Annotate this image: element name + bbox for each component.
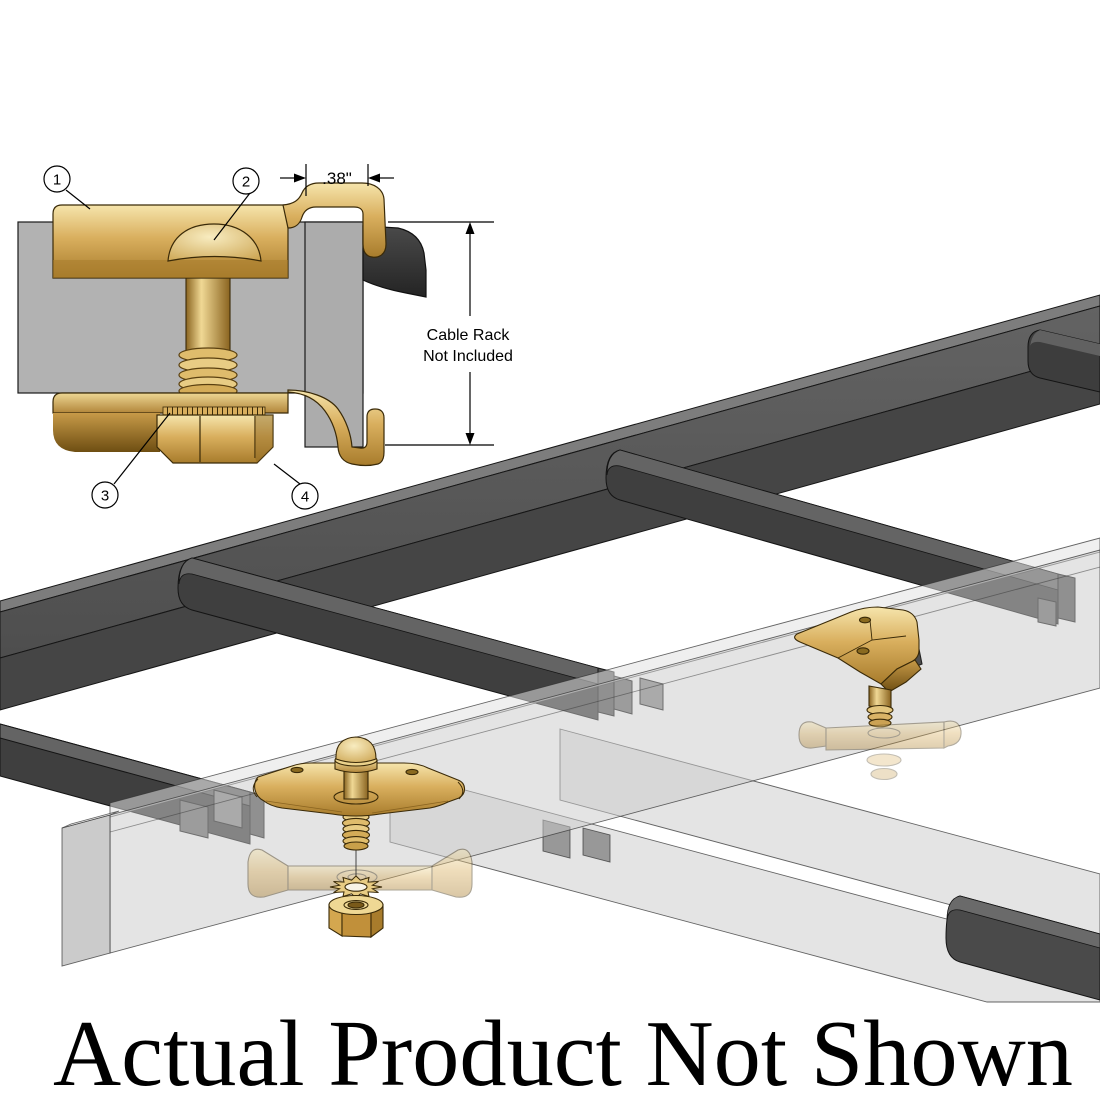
cross-member-end-face	[61, 814, 111, 967]
detail-screw-head-dome	[167, 223, 262, 262]
callout-2-bubble	[232, 167, 260, 195]
detail-view: .38" Cable Rack Not Included 1 2 3	[17, 164, 513, 510]
clamp1-hex-nut	[328, 894, 384, 939]
detail-top-clamp	[52, 182, 387, 279]
clamp2-ghost-washer	[866, 753, 902, 767]
clamp1-thread	[341, 811, 371, 851]
rail-top-highlight	[0, 294, 1100, 613]
cross-member-end-top	[61, 810, 120, 829]
cable-rack-note-line2: Not Included	[423, 348, 513, 365]
callout-4-label: 4	[301, 489, 309, 506]
detail-bottom-hook	[287, 389, 385, 467]
clamp2-ghost-saddle	[798, 720, 962, 751]
clamp1-hole	[290, 766, 304, 774]
clamp1-screw	[334, 736, 378, 800]
callout-3-bubble	[91, 481, 119, 509]
rail-top-face	[0, 305, 1100, 659]
clamp-exploded	[247, 736, 473, 939]
dimension-38: .38"	[280, 164, 394, 196]
caption-text: Actual Product Not Shown	[53, 1002, 1073, 1100]
callout-2-label: 2	[242, 174, 250, 191]
detail-top-plate-hook	[282, 182, 387, 258]
callout-1-bubble	[43, 165, 71, 193]
detail-bottom-plate-shadow	[53, 413, 160, 452]
clamp2-ghost-nut	[870, 767, 898, 781]
clamp1-lock-washer	[329, 875, 383, 899]
detail-bottom-clamp	[52, 389, 385, 467]
callout-3-label: 3	[101, 488, 109, 505]
clamp-assembled	[794, 606, 962, 781]
clamp1-ghost-saddle	[247, 848, 473, 898]
dimension-rack-height: Cable Rack Not Included	[385, 221, 513, 446]
callout-1-label: 1	[53, 172, 61, 189]
callouts: 1 2 3 4	[43, 165, 319, 510]
detail-hex-nut	[156, 414, 274, 464]
clamp1-screw-head	[335, 736, 377, 764]
clamp2-plate	[794, 606, 920, 685]
callout-4-bubble	[291, 482, 319, 510]
detail-screw-threads	[178, 347, 238, 399]
clamp2-hole	[856, 647, 870, 655]
cable-rack-note-line1: Cable Rack	[427, 327, 511, 344]
clamp2-hole	[858, 616, 872, 624]
rung-bottom-right	[945, 895, 1100, 1001]
detail-screw-shank	[185, 269, 231, 353]
isometric-scene	[0, 294, 1100, 1003]
rung-attachment-tab	[582, 827, 611, 863]
dimension-38-label: .38"	[322, 169, 352, 188]
clamp1-hole	[405, 768, 419, 776]
rung-stub-top-right	[1027, 329, 1100, 393]
